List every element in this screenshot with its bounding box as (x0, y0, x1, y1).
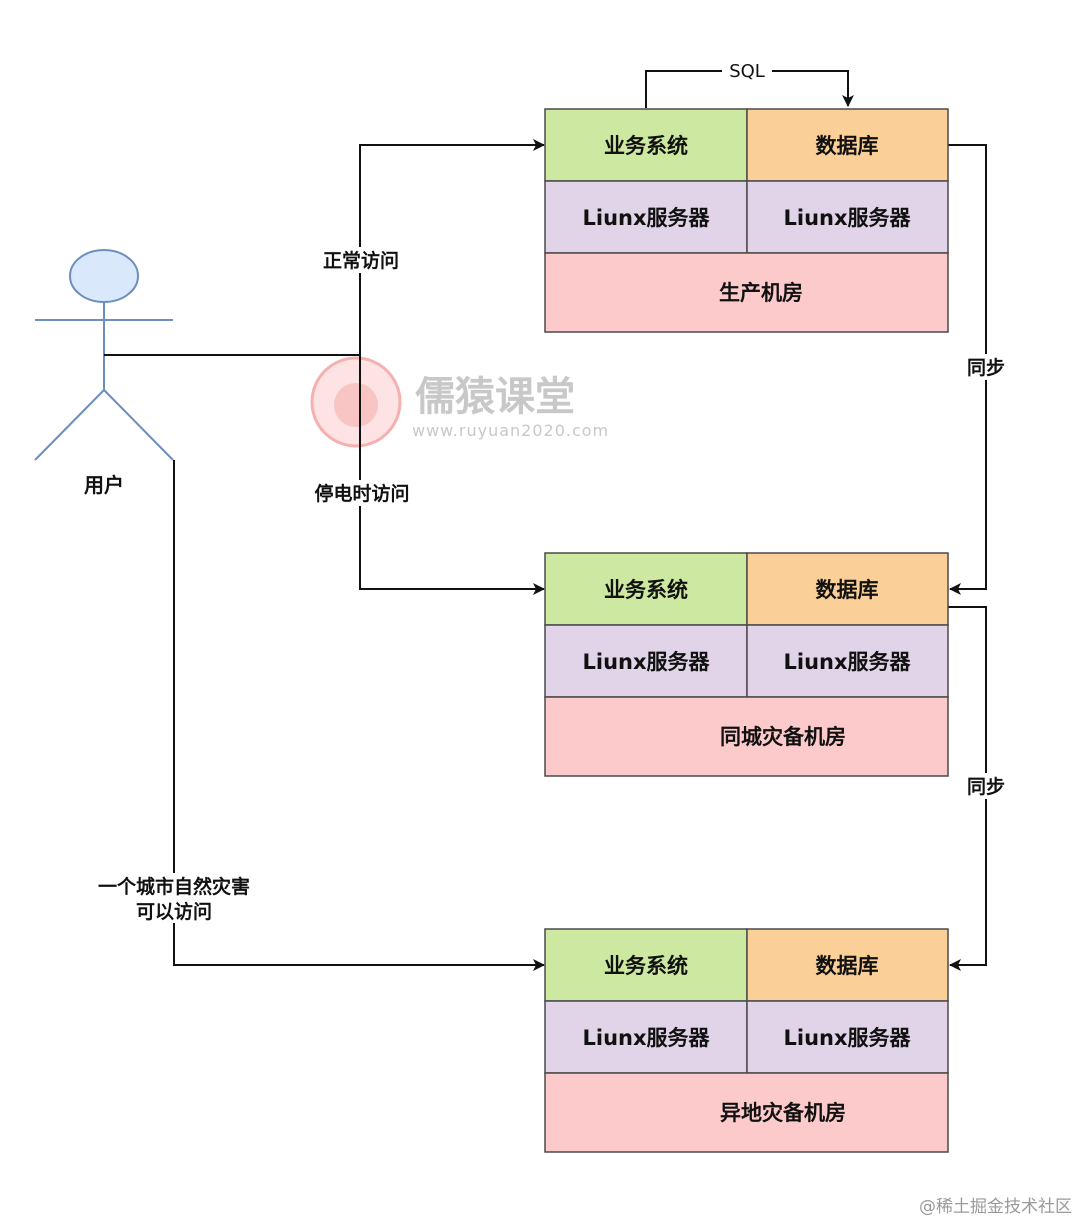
room-same-city-dr (544, 552, 949, 777)
room-name-cell (544, 696, 949, 777)
normal-access-label: 正常访问 (323, 249, 399, 272)
linux-server-text-right: Liunx服务器 (783, 650, 911, 674)
sync-label-1: 同步 (967, 357, 1005, 379)
linux-server-text-left: Liunx服务器 (582, 206, 710, 230)
disaster-access-label-line1: 一个城市自然灾害 (98, 875, 250, 898)
watermark-url: www.ruyuan2020.com (412, 421, 609, 440)
linux-server-cell-right (746, 180, 949, 254)
source-credit: @稀土掘金技术社区 (919, 1197, 1072, 1217)
database-text: 数据库 (816, 954, 879, 978)
database-cell (746, 552, 949, 626)
disaster-access-arrow (173, 460, 545, 971)
business-system-text: 业务系统 (604, 134, 688, 158)
outage-access-label: 停电时访问 (314, 482, 409, 505)
linux-server-cell-left (544, 1000, 748, 1074)
sync-label-2: 同步 (967, 776, 1005, 798)
outage-access-arrow (359, 355, 545, 595)
user-label: 用户 (84, 473, 124, 497)
user-actor (34, 249, 174, 461)
business-system-text: 业务系统 (604, 954, 688, 978)
room-name-text: 生产机房 (719, 281, 803, 305)
database-cell (746, 928, 949, 1002)
business-system-text: 业务系统 (604, 578, 688, 602)
database-text: 数据库 (816, 134, 879, 158)
room-name-text: 同城灾备机房 (720, 725, 846, 749)
watermark: 儒猿课堂 www.ruyuan2020.com (310, 356, 609, 448)
user-head (69, 249, 139, 303)
database-cell (746, 108, 949, 182)
room-name-cell (544, 1072, 949, 1153)
business-system-cell (544, 928, 748, 1002)
watermark-title: 儒猿课堂 (415, 374, 575, 420)
linux-server-cell-right (746, 1000, 949, 1074)
sql-label: SQL (729, 61, 765, 82)
room-name-cell (544, 252, 949, 333)
linux-server-text-left: Liunx服务器 (582, 1026, 710, 1050)
room-name-text: 异地灾备机房 (720, 1101, 846, 1125)
room-production (544, 108, 949, 333)
business-system-cell (544, 552, 748, 626)
linux-server-text-right: Liunx服务器 (783, 206, 911, 230)
linux-server-text-right: Liunx服务器 (783, 1026, 911, 1050)
normal-access-arrow (359, 139, 545, 355)
disaster-access-label-line2: 可以访问 (136, 900, 212, 923)
room-remote-dr (544, 928, 949, 1153)
database-text: 数据库 (816, 578, 879, 602)
linux-server-text-left: Liunx服务器 (582, 650, 710, 674)
